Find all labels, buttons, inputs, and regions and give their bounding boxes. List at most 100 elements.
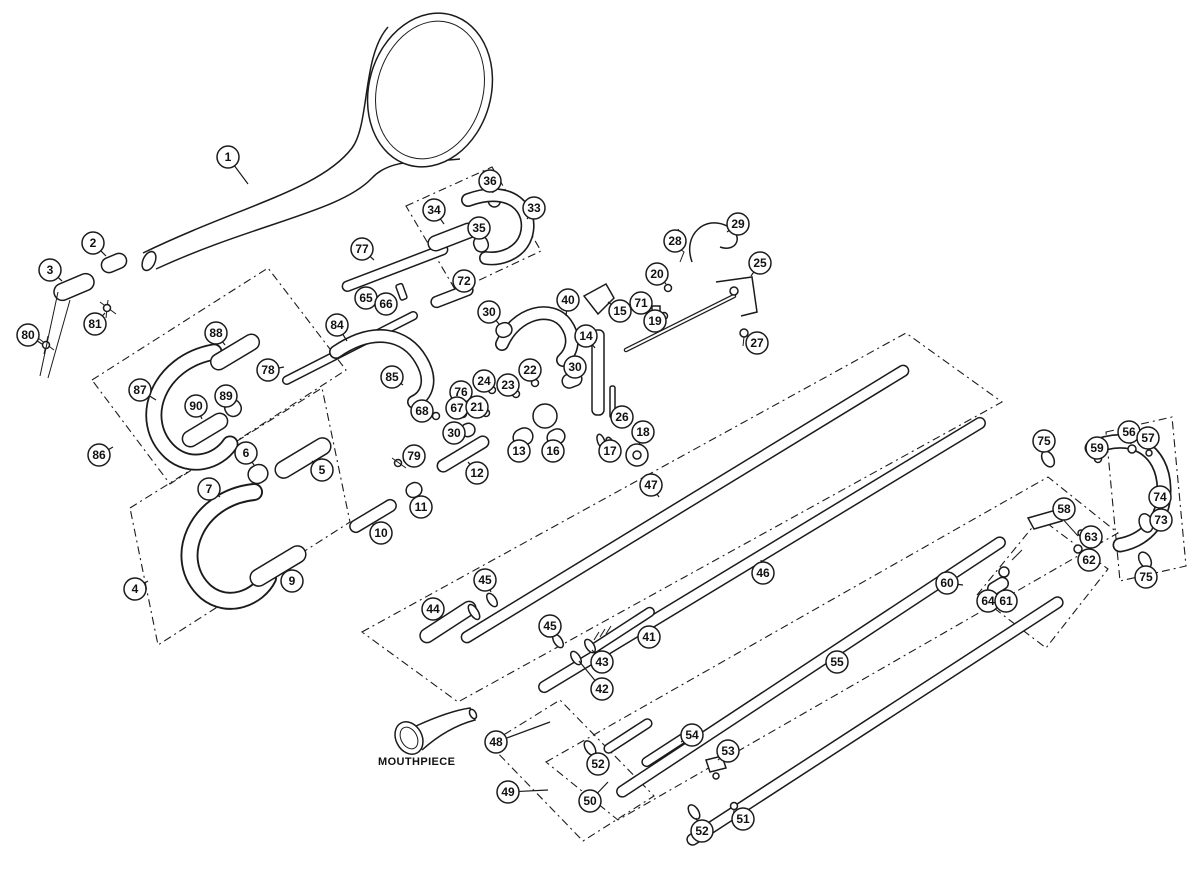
part-callout-1: 1 [216, 145, 249, 185]
svg-text:52: 52 [695, 824, 709, 838]
part-callout-59: 59 [1085, 436, 1109, 460]
svg-text:81: 81 [88, 317, 102, 331]
svg-text:12: 12 [470, 466, 484, 480]
svg-text:19: 19 [648, 314, 662, 328]
part-callout-85: 85 [380, 365, 404, 389]
part-callout-40: 40 [556, 288, 580, 317]
svg-text:24: 24 [477, 374, 491, 388]
svg-text:40: 40 [561, 293, 575, 307]
part-callout-87: 87 [128, 378, 157, 402]
svg-text:71: 71 [634, 296, 648, 310]
svg-text:66: 66 [379, 297, 393, 311]
svg-text:55: 55 [830, 655, 844, 669]
part-callout-6: 6 [234, 441, 258, 466]
svg-text:45: 45 [543, 619, 557, 633]
svg-text:53: 53 [721, 744, 735, 758]
svg-text:34: 34 [427, 203, 441, 217]
lower-slide-crook [180, 437, 332, 610]
svg-text:4: 4 [132, 582, 139, 596]
hand-slide [419, 364, 1064, 846]
part-callout-66: 66 [374, 292, 398, 316]
svg-text:42: 42 [595, 682, 609, 696]
svg-text:3: 3 [47, 263, 54, 277]
svg-text:7: 7 [206, 482, 213, 496]
part-callout-33: 33 [522, 196, 546, 220]
part-callout-23: 23 [496, 373, 520, 397]
svg-text:87: 87 [133, 383, 147, 397]
part-callout-74: 74 [1148, 485, 1172, 509]
svg-text:22: 22 [523, 363, 537, 377]
part-callout-21: 21 [465, 395, 489, 419]
part-callout-25: 25 [748, 251, 772, 277]
part-callout-12: 12 [465, 461, 489, 485]
svg-text:80: 80 [21, 328, 35, 342]
svg-text:52: 52 [591, 757, 605, 771]
part-callout-79: 79 [402, 444, 426, 468]
svg-text:56: 56 [1122, 425, 1136, 439]
part-callout-75: 75 [1032, 429, 1056, 453]
svg-text:6: 6 [243, 446, 250, 460]
svg-text:20: 20 [650, 267, 664, 281]
svg-text:61: 61 [999, 594, 1013, 608]
svg-text:23: 23 [501, 378, 515, 392]
svg-text:46: 46 [756, 566, 770, 580]
part-callout-48: 48 [484, 721, 551, 754]
svg-text:43: 43 [595, 655, 609, 669]
svg-text:17: 17 [603, 444, 617, 458]
part-callout-19: 19 [643, 309, 667, 333]
part-callout-30: 30 [563, 355, 587, 379]
part-callout-60: 60 [935, 571, 964, 595]
part-callout-9: 9 [280, 569, 304, 593]
svg-text:89: 89 [219, 389, 233, 403]
part-callout-18: 18 [631, 420, 655, 446]
part-callout-46: 46 [751, 559, 775, 585]
part-callout-55: 55 [825, 650, 849, 674]
part-callout-7: 7 [197, 477, 221, 501]
part-callout-45: 45 [538, 614, 562, 638]
part-callout-86: 86 [87, 443, 114, 467]
part-callout-43: 43 [590, 649, 614, 674]
part-callout-49: 49 [496, 780, 549, 804]
part-callout-14: 14 [574, 324, 598, 349]
part-callout-54: 54 [680, 723, 704, 747]
svg-text:33: 33 [527, 201, 541, 215]
part-callout-52: 52 [586, 752, 610, 776]
part-callout-81: 81 [83, 312, 107, 336]
svg-text:64: 64 [981, 594, 995, 608]
part-callout-75: 75 [1134, 565, 1158, 589]
part-callout-29: 29 [726, 212, 750, 236]
svg-text:36: 36 [483, 174, 497, 188]
part-callout-71: 71 [629, 291, 653, 315]
part-callout-77: 77 [350, 237, 375, 261]
part-callout-63: 63 [1079, 525, 1103, 549]
svg-text:1: 1 [225, 150, 232, 164]
part-callout-42: 42 [578, 660, 614, 701]
part-callout-56: 56 [1117, 420, 1141, 445]
part-callout-26: 26 [610, 405, 634, 429]
part-callout-24: 24 [472, 369, 496, 393]
svg-text:30: 30 [447, 426, 461, 440]
mouthpiece-label: MOUTHPIECE [378, 756, 456, 768]
part-callout-11: 11 [409, 495, 433, 519]
svg-text:14: 14 [579, 329, 593, 343]
part-callout-50: 50 [578, 781, 609, 813]
svg-text:2: 2 [90, 236, 97, 250]
part-callout-62: 62 [1077, 548, 1101, 572]
svg-text:76: 76 [454, 385, 468, 399]
svg-text:79: 79 [407, 449, 421, 463]
part-callout-51: 51 [731, 807, 755, 831]
svg-text:28: 28 [668, 234, 682, 248]
svg-text:5: 5 [319, 463, 326, 477]
part-callout-22: 22 [518, 358, 542, 382]
part-callout-17: 17 [598, 439, 622, 463]
part-callout-36: 36 [478, 169, 502, 194]
part-callout-20: 20 [645, 262, 669, 286]
svg-text:88: 88 [209, 326, 223, 340]
svg-text:15: 15 [613, 304, 627, 318]
svg-text:85: 85 [385, 370, 399, 384]
svg-text:72: 72 [457, 274, 471, 288]
svg-text:18: 18 [636, 425, 650, 439]
svg-text:59: 59 [1090, 441, 1104, 455]
svg-text:49: 49 [501, 785, 515, 799]
